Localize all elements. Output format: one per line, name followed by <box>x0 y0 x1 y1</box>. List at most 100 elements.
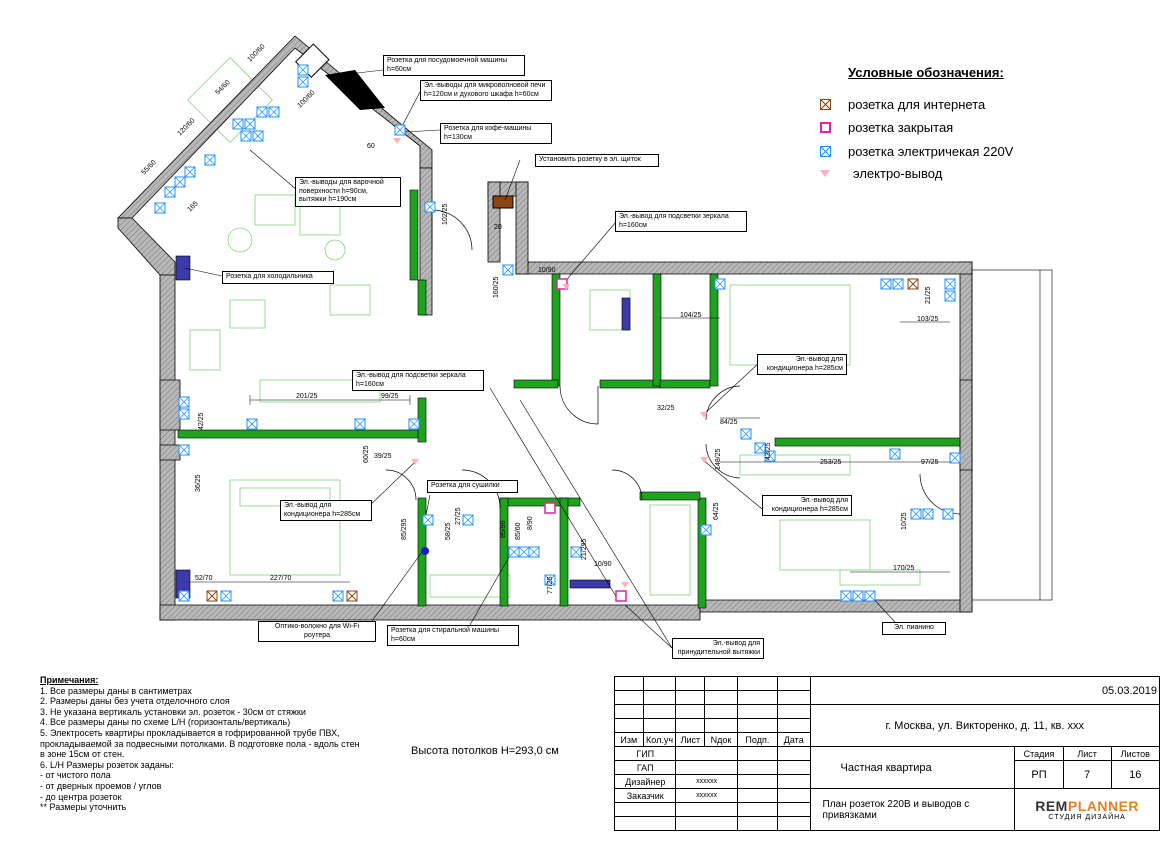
panel-box <box>492 195 514 209</box>
sheets-value: 16 <box>1110 760 1160 789</box>
dim: 54/60 <box>214 79 231 96</box>
dim: 253/25 <box>820 459 842 466</box>
role-name <box>675 760 738 775</box>
role-name <box>675 746 738 761</box>
dim: 36/25 <box>195 474 202 492</box>
balcony <box>971 269 1053 601</box>
dim: 58/25 <box>445 522 452 540</box>
doors <box>385 209 961 515</box>
dim: 102/25 <box>442 203 449 225</box>
legend-item-closed: розетка закрытая <box>820 120 953 135</box>
hdr-izm: Изм <box>614 732 644 747</box>
callout-ac1: Эл.-вывод для кондиционера h=285см <box>757 354 847 375</box>
dim: 165 <box>186 200 199 213</box>
callout-fridge: Розетка для холодильника <box>222 271 334 284</box>
callout-mirror1: Эл.-вывод для подсветки зеркала h=160см <box>615 211 747 232</box>
dim: 201/25 <box>296 393 318 400</box>
legend-label: розетка закрытая <box>848 120 954 135</box>
legend-label: розетка для интернета <box>848 97 986 112</box>
dim: 100/60 <box>296 89 316 109</box>
hdr-ndok: Nдок <box>704 732 738 747</box>
customer-name: xxxxxx <box>675 788 738 803</box>
object-name: Частная квартира <box>809 746 1016 789</box>
role-designer: Дизайнер <box>613 774 677 789</box>
note-line: 4. Все размеры даны по схеме L/H (горизо… <box>40 717 291 728</box>
callout-washer: Розетка для стиральной машины h=60см <box>387 625 519 646</box>
designer-name: xxxxxx <box>675 774 738 789</box>
dim: 21/295 <box>581 538 588 560</box>
dim: 64/25 <box>713 502 720 520</box>
address: г. Москва, ул. Викторенко, д. 11, кв. xx… <box>809 704 1160 747</box>
doc-date: 05.03.2019 <box>809 676 1160 705</box>
note-line: 5. Электросеть квартиры прокладывается в… <box>40 727 360 760</box>
legend-item-outlet: электро-вывод <box>820 166 942 181</box>
closed-socket-icon <box>820 122 831 133</box>
dim: 60/25 <box>363 445 370 463</box>
hdr-list: Лист <box>675 732 706 747</box>
callout-mirror2: Эл.-вывод для подсветки зеркала h=160см <box>352 370 484 391</box>
dim: 148/25 <box>715 448 722 470</box>
electro-outlets <box>393 138 708 588</box>
sheets-label: Листов <box>1110 746 1160 761</box>
sockets-internet <box>206 278 919 602</box>
logo-main-a: REM <box>1035 798 1068 814</box>
dim: 99/25 <box>381 393 399 400</box>
note-line: 3. Не указана вертикаль установки эл. ро… <box>40 706 306 717</box>
sheet-label: Лист <box>1062 746 1112 761</box>
outer-walls <box>117 35 973 621</box>
socket-220v-icon <box>820 146 831 157</box>
dim: 60 <box>367 143 375 150</box>
ceiling-height: Высота потолков H=293,0 см <box>411 745 559 757</box>
dim: 160/25 <box>493 276 500 298</box>
logo-sub: СТУДИЯ ДИЗАЙНА <box>1048 814 1126 821</box>
legend-label: электро-вывод <box>853 166 943 181</box>
legend-item-socket: розетка электричекая 220V <box>820 144 1013 159</box>
dim: 227/70 <box>270 575 292 582</box>
callout-ac3: Эл.-вывод для кондиционера h=285см <box>762 495 852 516</box>
title-block: 05.03.2019 г. Москва, ул. Викторенко, д.… <box>613 676 1160 831</box>
legend-title: Условные обозначения: <box>848 65 1004 80</box>
dim: 32/25 <box>657 405 675 412</box>
fiber-point <box>421 547 429 555</box>
logo-main-b: PLANNER <box>1067 798 1140 814</box>
partitions <box>175 189 961 609</box>
role-gip: ГИП <box>613 746 677 761</box>
dim: 104/25 <box>680 312 702 319</box>
dimension-lines <box>190 317 950 583</box>
stage-value: РП <box>1014 760 1064 789</box>
dim: 120/60 <box>176 117 196 137</box>
dim: 8/90 <box>527 516 534 530</box>
note-line: - до центра розеток <box>40 791 122 802</box>
dim: 77/25 <box>547 576 554 594</box>
dim: 43/25 <box>765 442 772 460</box>
callout-ac2: Эл.-вывод для кондиционера h=285см <box>280 500 372 521</box>
dim: 10/90 <box>538 267 556 274</box>
dim: 55/60 <box>140 159 157 176</box>
callout-panel: Установить розетку в эл. щиток <box>535 154 659 167</box>
dim: 85/60 <box>515 522 522 540</box>
dim: 39/25 <box>374 453 392 460</box>
dim: 84/25 <box>720 419 738 426</box>
dim: 170/25 <box>893 565 915 572</box>
callout-wifi: Оптико-волокно для Wi-Fi роутера <box>258 621 376 642</box>
legend-item-internet: розетка для интернета <box>820 97 985 112</box>
note-line: 1. Все размеры даны в сантиметрах <box>40 685 192 696</box>
sheet-value: 7 <box>1062 760 1112 789</box>
role-gap: ГАП <box>613 760 677 775</box>
dim: 20 <box>494 224 502 231</box>
note-line: - от чистого пола <box>40 770 111 781</box>
hdr-data: Дата <box>777 732 811 747</box>
callout-microwave: Эл.-выводы для микроволновой печи h=120с… <box>420 80 552 101</box>
internet-socket-icon <box>820 99 831 110</box>
dim: 52/70 <box>195 575 213 582</box>
legend-label: розетка электричекая 220V <box>848 144 1014 159</box>
callout-coffee: Розетка для кофе-машины h=130см <box>440 123 552 144</box>
dim: 42/25 <box>198 412 205 430</box>
callout-hob: Эл.-выводы для варочной поверхности h=90… <box>295 177 401 207</box>
dim: 21/25 <box>925 286 932 304</box>
callout-dryer: Розетка для сушилки <box>427 480 518 493</box>
role-customer: Заказчик <box>613 788 677 803</box>
dim: 100/60 <box>246 43 266 63</box>
callout-exhaust: Эл.-вывод для принудительной вытяжки <box>672 638 764 659</box>
